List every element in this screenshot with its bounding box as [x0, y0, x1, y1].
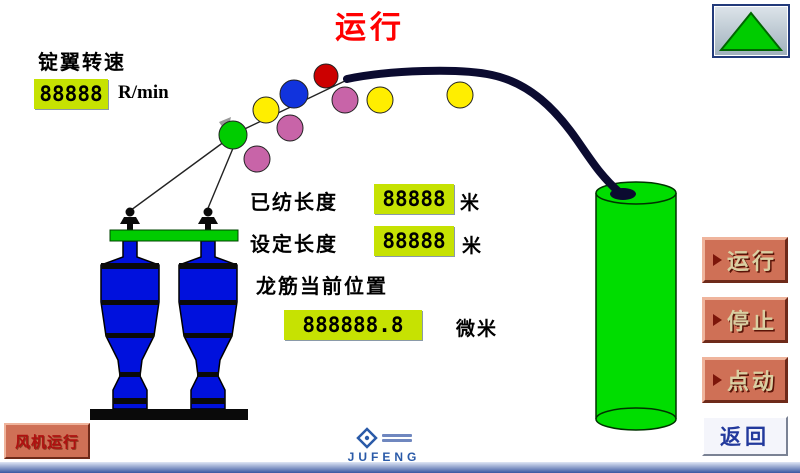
set-length-label: 设定长度	[250, 234, 338, 256]
run-button[interactable]: 运行	[702, 237, 788, 283]
spun-length-unit: 米	[460, 193, 482, 214]
wheel-red	[313, 63, 339, 89]
stop-button-label: 停止	[726, 309, 777, 334]
spun-length-label: 已纺长度	[250, 192, 338, 214]
triangle-icon	[712, 374, 722, 386]
bottom-bar	[0, 462, 800, 473]
wheel-green	[218, 120, 248, 150]
flyer-speed-value: 88888	[34, 79, 108, 109]
fan-run-button[interactable]: 风机运行	[4, 423, 90, 459]
wheel-pink-3	[331, 86, 359, 114]
spindle-assembly	[90, 206, 248, 420]
rail-bar	[109, 229, 239, 242]
triangle-icon	[712, 314, 722, 326]
logo-tagline-marks	[382, 434, 412, 442]
page-title: 运行	[335, 10, 405, 45]
jog-button-label: 点动	[726, 369, 777, 394]
rail-position-label: 龙筋当前位置	[256, 276, 388, 298]
rail-position-value: 888888.8	[284, 310, 422, 340]
yarn-tube	[343, 66, 636, 200]
flyer-speed-unit: R/min	[118, 82, 169, 103]
stop-button[interactable]: 停止	[702, 297, 788, 343]
set-length-value[interactable]: 88888	[374, 226, 454, 256]
wheel-yellow-1	[252, 96, 280, 124]
flyer-speed-label: 锭翼转速	[38, 52, 126, 74]
rail-position-unit: 微米	[456, 319, 499, 340]
wheel-pink-2	[276, 114, 304, 142]
spun-length-value: 88888	[374, 184, 454, 214]
guide-wheels	[218, 63, 474, 173]
run-button-label: 运行	[726, 249, 777, 274]
up-arrow-icon	[718, 11, 784, 51]
wheel-yellow-3	[446, 81, 474, 109]
logo-emblem-icon	[356, 427, 378, 449]
back-button[interactable]: 返回	[702, 416, 788, 456]
logo-text: JUFENG	[347, 450, 421, 464]
wheel-blue	[279, 79, 309, 109]
wheel-pink-1	[243, 145, 271, 173]
wheel-yellow-2	[366, 86, 394, 114]
page-up-button[interactable]	[712, 4, 790, 58]
set-length-unit: 米	[462, 236, 484, 257]
jog-button[interactable]: 点动	[702, 357, 788, 403]
base-bar	[90, 409, 248, 420]
condenser-cylinder	[595, 181, 677, 431]
brand-logo: JUFENG	[336, 427, 432, 464]
triangle-icon	[712, 254, 722, 266]
